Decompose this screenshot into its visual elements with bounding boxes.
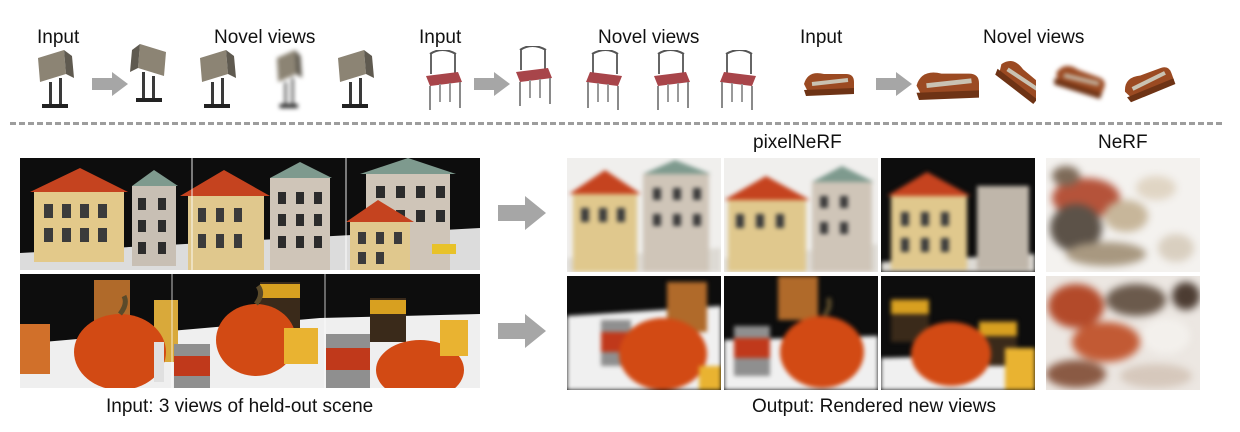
sofa-view-2 <box>991 58 1036 108</box>
input-label-sofa: Input <box>800 27 843 48</box>
novel-views-label-chair: Novel views <box>598 27 700 48</box>
pixelnerf-building-view-2 <box>724 158 878 272</box>
sofa-view-3 <box>1052 64 1110 103</box>
lamp-input-image <box>38 50 74 108</box>
chair-view-2 <box>585 50 623 111</box>
pixelnerf-building-view-1 <box>567 158 721 272</box>
input-label-lamp: Input <box>37 27 80 48</box>
arrow-icon <box>92 72 128 96</box>
sofa-view-4 <box>1122 64 1179 105</box>
pixelnerf-pumpkin-view-2 <box>724 276 878 390</box>
building-input-strip <box>20 158 480 270</box>
lamp-view-2 <box>200 50 236 108</box>
arrow-icon <box>498 196 546 230</box>
chair-view-1 <box>515 46 553 107</box>
arrow-icon <box>498 314 546 348</box>
novel-views-label-lamp: Novel views <box>214 27 316 48</box>
pumpkin-input-strip <box>20 274 480 388</box>
chair-input-image <box>425 50 463 111</box>
lamp-view-4 <box>338 50 374 108</box>
sofa-input-image <box>802 71 856 98</box>
pixelnerf-label: pixelNeRF <box>753 132 842 153</box>
output-caption: Output: Rendered new views <box>752 396 996 417</box>
sofa-view-1 <box>914 64 984 104</box>
input-caption: Input: 3 views of held-out scene <box>106 396 374 417</box>
pixelnerf-building-view-3 <box>881 158 1035 272</box>
pixelnerf-pumpkin-view-3 <box>881 276 1035 390</box>
nerf-building-view <box>1046 158 1200 272</box>
nerf-pumpkin-view <box>1046 276 1200 390</box>
lamp-view-3 <box>276 50 302 108</box>
chair-view-4 <box>719 50 757 111</box>
arrow-icon <box>876 72 912 96</box>
novel-views-label-sofa: Novel views <box>983 27 1085 48</box>
section-divider <box>10 122 1222 125</box>
input-label-chair: Input <box>419 27 462 48</box>
arrow-icon <box>474 72 510 96</box>
nerf-label: NeRF <box>1098 132 1148 153</box>
lamp-view-1 <box>130 44 166 102</box>
pixelnerf-pumpkin-view-1 <box>567 276 721 390</box>
chair-view-3 <box>653 50 691 111</box>
